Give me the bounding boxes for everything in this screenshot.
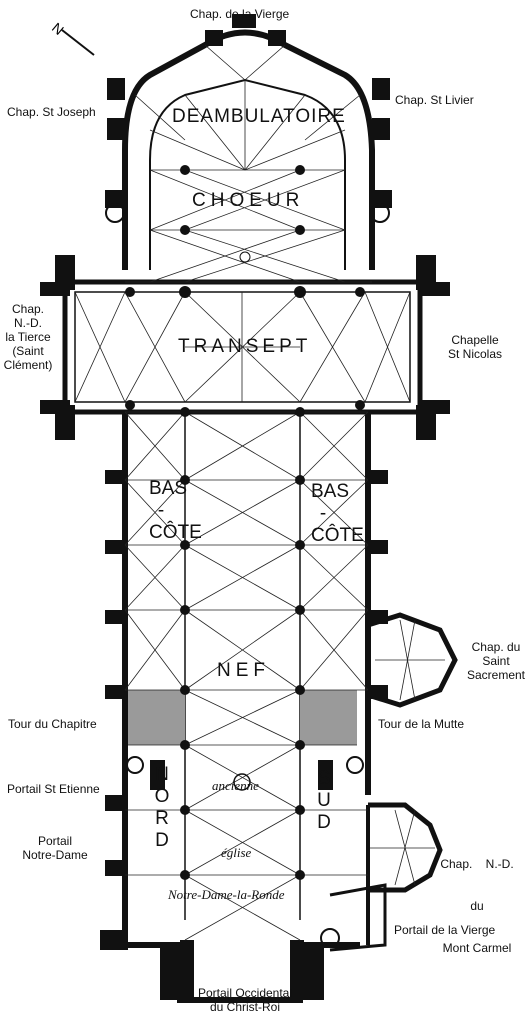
choir-keystone	[239, 251, 251, 263]
label-chap-saint-sacrement-2: Saint	[482, 654, 510, 668]
label-portail-notre-dame-2: Notre-Dame	[22, 848, 88, 862]
label-portail-occidental-2: du Christ-Roi	[209, 1000, 281, 1014]
label-portail-st-etienne: Portail St Etienne	[7, 782, 100, 796]
label-chap-nd-tierce-3: la Tierce	[5, 330, 51, 344]
label-chap-nd-mont-carmel-2: du	[470, 899, 484, 913]
label-chap-vierge: Chap. de la Vierge	[190, 7, 290, 21]
crossing-keystone	[233, 773, 251, 791]
old-church-line-2: église	[221, 845, 252, 860]
label-chapelle-st-nicolas-1: Chapelle	[451, 333, 499, 347]
tour-du-chapitre-area	[128, 690, 185, 745]
label-chap-nd-mont-carmel-1: Chap. N.-D.	[440, 857, 514, 871]
label-portail-vierge: Portail de la Vierge	[394, 923, 496, 937]
label-tour-chapitre: Tour du Chapitre	[8, 717, 97, 731]
vault-ribs	[74, 44, 445, 941]
label-chap-nd-mont-carmel-3: Mont Carmel	[442, 941, 512, 955]
label-chap-nd-mont-carmel: Chap. N.-D. du Mont Carmel	[436, 829, 518, 969]
label-tour-mutte: Tour de la Mutte	[378, 717, 465, 731]
label-portail-occidental-1: Portail Occidental	[197, 986, 293, 1000]
label-chap-st-joseph: Chap. St Joseph	[7, 105, 96, 119]
area-deambulatoire: DEAMBULATOIRE	[172, 106, 346, 127]
label-chap-saint-sacrement: Chap. du Saint Sacrement	[462, 640, 530, 682]
label-chap-nd-tierce-2: N.-D.	[14, 316, 42, 330]
area-choeur: CHOEUR	[192, 190, 305, 211]
label-portail-occidental: Portail Occidental du Christ-Roi	[180, 986, 310, 1014]
area-nef: NEF	[217, 660, 270, 681]
area-nord: N O R D	[154, 764, 170, 851]
walls	[62, 29, 458, 1003]
area-bas-cote-right: BAS - CÔTE	[311, 481, 364, 546]
label-chap-nd-tierce: Chap. N.-D. la Tierce (Saint Clément)	[0, 302, 56, 372]
buttresses	[40, 14, 450, 1000]
area-transept: TRANSEPT	[178, 336, 312, 357]
label-portail-notre-dame: Portail Notre-Dame	[14, 834, 96, 862]
label-chap-nd-tierce-4: (Saint	[12, 344, 44, 358]
label-chapelle-st-nicolas: Chapelle St Nicolas	[440, 333, 510, 361]
old-church-line-3: Notre-Dame-la-Ronde	[168, 887, 285, 902]
label-chapelle-st-nicolas-2: St Nicolas	[447, 347, 503, 361]
label-chap-st-livier: Chap. St Livier	[395, 93, 474, 107]
pillars	[125, 165, 365, 880]
area-sud: S U D	[317, 768, 331, 833]
label-chap-nd-tierce-5: Clément)	[3, 358, 53, 372]
label-chap-saint-sacrement-1: Chap. du	[471, 640, 521, 654]
north-arrow-icon: N	[49, 19, 95, 56]
tour-de-la-mutte-area	[300, 690, 357, 745]
label-portail-notre-dame-1: Portail	[37, 834, 72, 848]
label-chap-saint-sacrement-3: Sacrement	[466, 668, 526, 682]
label-chap-nd-tierce-1: Chap.	[11, 302, 45, 316]
stair-icons	[105, 203, 390, 948]
old-church-line-1: ancienne	[212, 778, 259, 793]
area-bas-cote-left: BAS - CÔTE	[149, 478, 202, 543]
north-arrow-letter: N	[49, 19, 67, 38]
